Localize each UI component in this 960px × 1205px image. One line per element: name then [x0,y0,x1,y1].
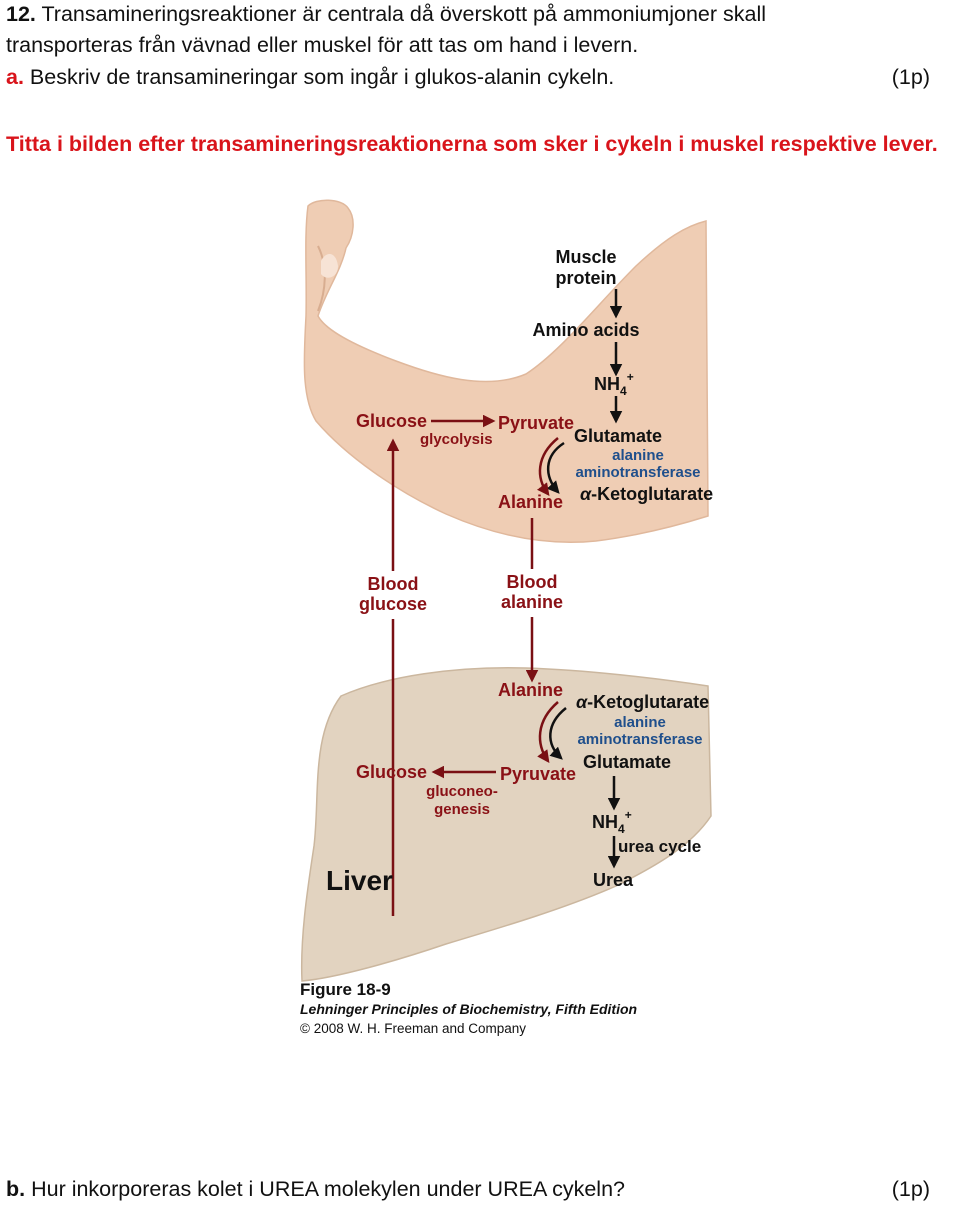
muscle-protein-label-1: Muscle [555,247,616,267]
arm-finger-fold [317,245,326,312]
arm-skin-shape [303,199,709,544]
liver-ketoglutarate-curve-arrow [549,707,567,760]
muscle-pyruvate-label: Pyruvate [498,413,574,433]
urea-label: Urea [593,870,634,890]
blood-alanine-label-bg [494,569,572,617]
question-a: a. Beskriv de transamineringar som ingår… [6,63,614,91]
muscle-enzyme-label-2: aminotransferase [575,464,700,481]
blood-alanine-label-2: alanine [501,592,563,612]
muscle-ketoglutarate-label: α-Ketoglutarate [580,484,713,504]
liver-ketoglutarate-label: α-Ketoglutarate [576,692,709,712]
muscle-glutamate-curve-arrow [546,441,565,494]
muscle-glutamate-label: Glutamate [574,426,662,446]
arm-illustration [303,199,709,544]
liver-nh4-label: NH4+ [592,808,632,836]
liver-alanine-curve-arrow [537,701,559,764]
liver-organ-label: Liver [326,865,393,896]
glycolysis-label: glycolysis [420,431,493,448]
question-a-label: a. [6,65,24,89]
question-b-text: Hur inkorporeras kolet i UREA molekylen … [25,1177,625,1201]
figure-book-title: Lehninger Principles of Biochemistry, Fi… [300,1001,637,1017]
question-intro-line-1: 12. Transamineringsreaktioner är central… [6,0,766,28]
question-intro-text-1: Transamineringsreaktioner är centrala då… [35,2,767,26]
gluconeogenesis-label-2: genesis [434,801,490,818]
glucose-alanine-cycle-figure: Muscle protein Amino acids NH4+ Glucose … [300,199,713,1036]
muscle-nh4-label: NH4+ [594,370,634,398]
liver-shape [300,667,712,982]
liver-enzyme-label-1: alanine [614,714,666,731]
hint-text: Titta i bilden efter transamineringsreak… [6,132,938,156]
question-number: 12. [6,2,36,26]
muscle-enzyme-label-1: alanine [612,447,664,464]
muscle-protein-label-2: protein [556,268,617,288]
gluconeogenesis-label-1: gluconeo- [426,783,498,800]
blood-glucose-label-1: Blood [368,574,419,594]
urea-cycle-label: urea cycle [618,837,701,856]
question-b: b. Hur inkorporeras kolet i UREA molekyl… [6,1175,625,1203]
arm-knuckle-highlight [321,254,338,278]
muscle-glucose-label: Glucose [356,411,427,431]
figure-number: Figure 18-9 [300,980,391,999]
liver-illustration [300,667,712,982]
figure-copyright: © 2008 W. H. Freeman and Company [300,1021,526,1036]
blood-alanine-label-1: Blood [507,572,558,592]
question-a-text: Beskriv de transamineringar som ingår i … [23,65,615,89]
muscle-pyruvate-curve-arrow [537,437,559,497]
question-b-points: (1p) [891,1177,930,1201]
question-a-points: (1p) [891,65,930,89]
liver-alanine-label: Alanine [498,680,563,700]
liver-glucose-label: Glucose [356,762,427,782]
amino-acids-label: Amino acids [532,320,639,340]
blood-glucose-label-2: glucose [359,594,427,614]
liver-enzyme-label-2: aminotransferase [577,731,702,748]
blood-glucose-label-bg [354,571,434,619]
liver-glutamate-label: Glutamate [583,752,671,772]
liver-pyruvate-label: Pyruvate [500,764,576,784]
question-b-label: b. [6,1177,26,1201]
muscle-alanine-label: Alanine [498,492,563,512]
question-intro-line-2: transporteras från vävnad eller muskel f… [6,33,639,57]
